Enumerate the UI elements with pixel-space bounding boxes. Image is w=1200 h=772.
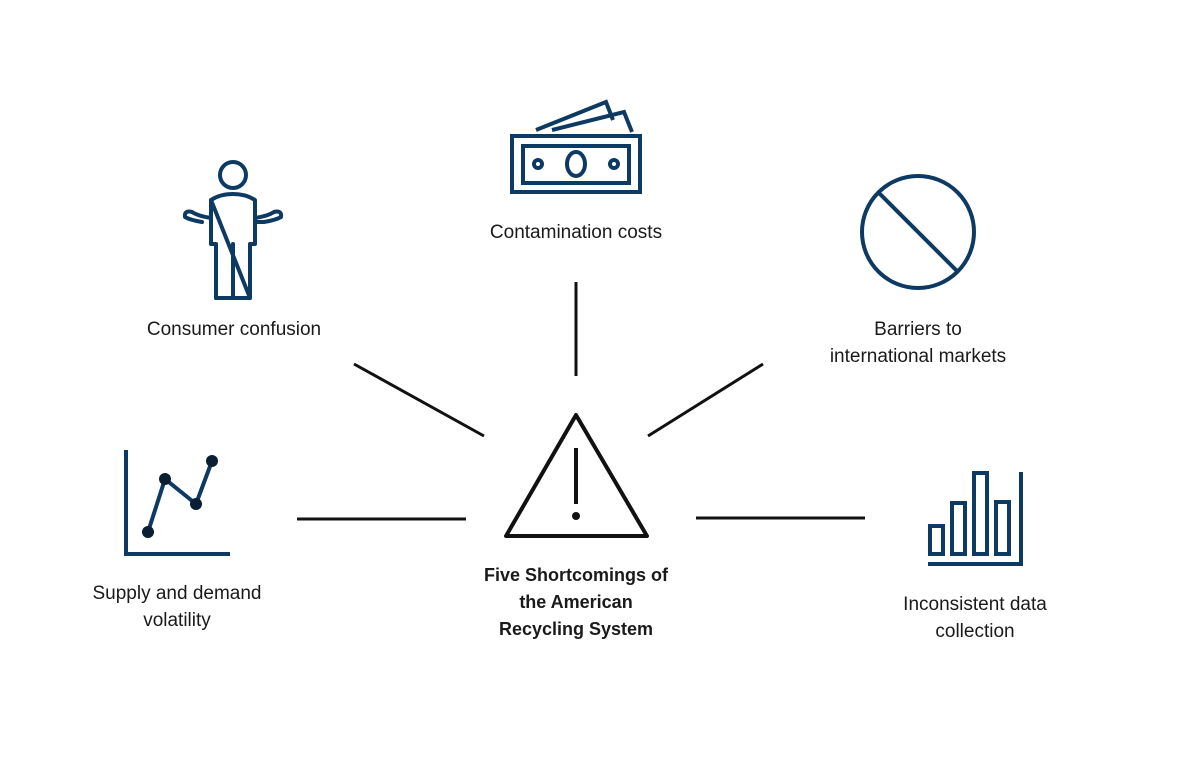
center-title: Five Shortcomings of the American Recycl… xyxy=(483,565,669,639)
label-barriers: Barriers to international markets xyxy=(829,319,1007,367)
prohibited-icon xyxy=(860,174,976,290)
label-inconsistent-data: Inconsistent data collection xyxy=(903,594,1047,642)
bar-chart-icon xyxy=(928,471,1023,566)
money-bills-icon xyxy=(510,99,642,194)
warning-triangle-icon xyxy=(504,413,649,538)
label-supply-demand: Supply and demand volatility xyxy=(92,583,262,631)
line-chart-icon xyxy=(124,450,230,556)
label-contamination-costs: Contamination costs xyxy=(489,222,663,243)
person-shrug-icon xyxy=(182,160,284,300)
connector-barriers xyxy=(647,362,764,438)
label-consumer-confusion: Consumer confusion xyxy=(146,319,322,340)
connector-consumer xyxy=(353,362,485,438)
